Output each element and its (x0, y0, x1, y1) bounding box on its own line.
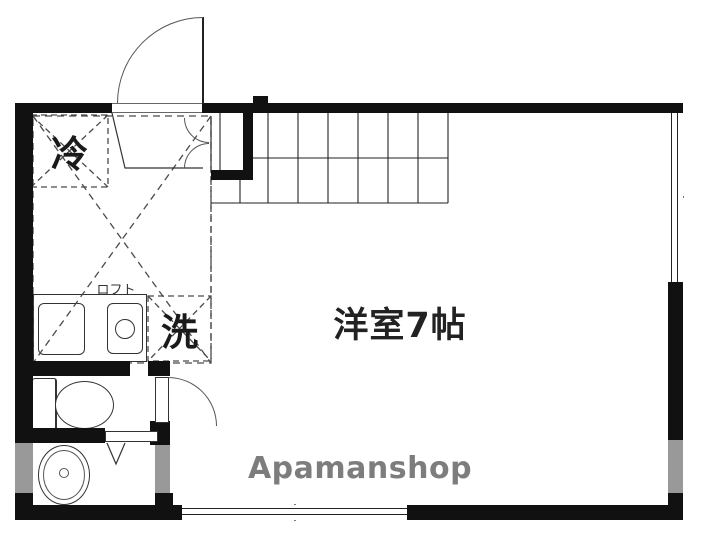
wall-top-stub (253, 96, 268, 104)
wall-top-left (15, 103, 112, 113)
entry-door-leaf (202, 17, 204, 104)
wall-top-right (202, 103, 683, 113)
washing-machine-label: 洗 (161, 310, 198, 354)
staircase (210, 113, 449, 204)
wall-right-gray-segment (668, 440, 683, 493)
washer-box (147, 295, 212, 362)
wall-stair-horizontal (211, 170, 253, 180)
bifold-door-icon (106, 442, 126, 466)
entry-door-opening (112, 103, 202, 113)
wall-right-lower (668, 493, 683, 520)
right-window-glass (671, 113, 678, 282)
loft-label: ロフト (96, 283, 136, 298)
wall-left-gray-segment (15, 440, 33, 493)
watermark-logo: Apamanshop (247, 450, 473, 486)
wall-right (668, 282, 683, 440)
wall-left (15, 103, 33, 440)
wall-bath-corner (155, 493, 173, 507)
wall-stair-vertical (243, 113, 253, 180)
toilet-door-leaf (155, 377, 169, 423)
room-size-label: 洋室7帖 (333, 305, 467, 346)
bottom-window-glass (182, 508, 407, 515)
wall-toilet-bath (15, 428, 105, 443)
wall-bottom-right (407, 505, 683, 520)
refrigerator-label: 冷 (51, 133, 88, 176)
kitchen-sink (38, 303, 85, 355)
wall-pillar-toilet-top (148, 361, 170, 376)
bottom-window (182, 505, 407, 520)
bath-door-track (105, 431, 158, 442)
wall-bottom-left (15, 505, 182, 520)
stove-burner-icon (115, 319, 135, 339)
wall-kitchen-toilet (15, 361, 130, 376)
entry-step-edge (111, 112, 203, 169)
right-window (668, 113, 683, 282)
bathtub-drain-icon (59, 468, 69, 478)
wall-bath-right-gray (155, 445, 170, 493)
